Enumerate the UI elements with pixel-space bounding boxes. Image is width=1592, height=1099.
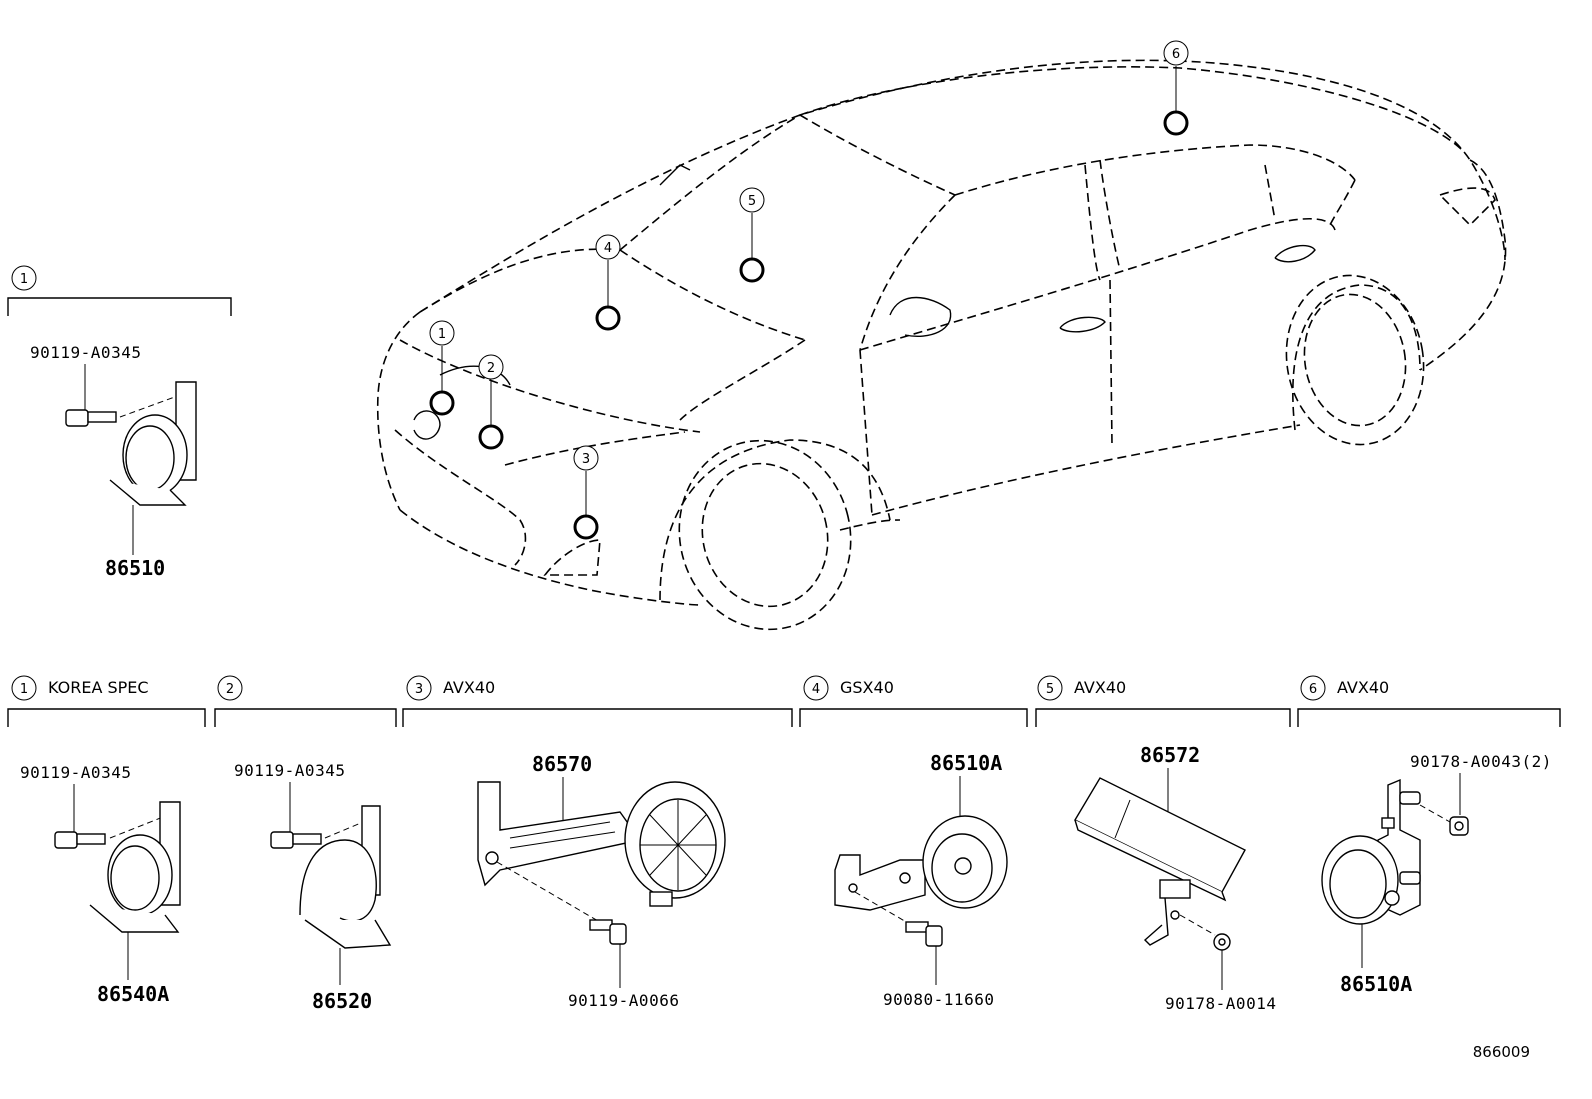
nut-icon bbox=[1213, 933, 1231, 951]
top-group-bolt-label: 90119-A0345 bbox=[30, 343, 141, 362]
group-5-label: AVX40 bbox=[1074, 678, 1126, 697]
locator-number-4: 4 bbox=[604, 241, 612, 256]
group-3-number: 3 bbox=[415, 682, 423, 697]
horn-icon bbox=[109, 381, 197, 506]
locator-number-1: 1 bbox=[438, 327, 446, 342]
group-5: 5 AVX40 86572 90178-A0014 bbox=[1035, 675, 1291, 1013]
horn-icon bbox=[299, 805, 392, 949]
group-2-part-label: 86520 bbox=[312, 989, 372, 1013]
group-1-bolt-label: 90119-A0345 bbox=[20, 763, 131, 782]
top-group-number: 1 bbox=[20, 272, 28, 287]
group-1: 1 KOREA SPEC 90119-A0345 86540A bbox=[7, 675, 206, 1006]
group-6-nut-label: 90178-A0043(2) bbox=[1410, 752, 1552, 771]
locator-number-3: 3 bbox=[582, 452, 590, 467]
group-1-number: 1 bbox=[20, 682, 28, 697]
group-6-label: AVX40 bbox=[1337, 678, 1389, 697]
group-3-label: AVX40 bbox=[443, 678, 495, 697]
group-4-bolt-label: 90080-11660 bbox=[883, 990, 994, 1009]
group-5-nut-label: 90178-A0014 bbox=[1165, 994, 1276, 1013]
group-1-label: KOREA SPEC bbox=[48, 678, 149, 697]
group-4-part-label: 86510A bbox=[930, 751, 1002, 775]
locator-number-2: 2 bbox=[487, 361, 495, 376]
top-group: 1 90119-A0345 86510 bbox=[7, 265, 232, 580]
siren-bracket-icon bbox=[477, 781, 726, 907]
group-6-number: 6 bbox=[1309, 682, 1317, 697]
car-outline bbox=[376, 59, 1507, 631]
group-3-bolt-label: 90119-A0066 bbox=[568, 991, 679, 1010]
group-2-number: 2 bbox=[226, 682, 234, 697]
group-4-number: 4 bbox=[812, 682, 820, 697]
horn-icon bbox=[834, 815, 1008, 911]
horn-icon bbox=[1321, 778, 1421, 925]
group-3-part-label: 86570 bbox=[532, 752, 592, 776]
top-group-part-label: 86510 bbox=[105, 556, 165, 580]
group-1-part-label: 86540A bbox=[97, 982, 169, 1006]
locator-number-5: 5 bbox=[748, 194, 756, 209]
group-3: 3 AVX40 86570 90119-A0066 bbox=[402, 675, 793, 1010]
group-5-part-label: 86572 bbox=[1140, 743, 1200, 767]
group-6-part-label: 86510A bbox=[1340, 972, 1412, 996]
control-module-icon bbox=[1074, 777, 1246, 946]
bolt-icon bbox=[54, 831, 106, 849]
bolt-icon bbox=[65, 409, 117, 427]
nut-icon bbox=[1449, 816, 1469, 836]
locator-number-6: 6 bbox=[1172, 47, 1180, 62]
group-5-number: 5 bbox=[1046, 682, 1054, 697]
group-2: 2 90119-A0345 86520 bbox=[214, 675, 397, 1013]
figure-id: 866009 bbox=[1473, 1043, 1530, 1061]
bolt-icon bbox=[905, 921, 943, 947]
horn-icon bbox=[89, 801, 181, 933]
bolt-icon bbox=[589, 919, 627, 945]
group-2-bolt-label: 90119-A0345 bbox=[234, 761, 345, 780]
bolt-icon bbox=[270, 831, 322, 849]
group-4-label: GSX40 bbox=[840, 678, 894, 697]
group-4: 4 GSX40 86510A 90080-11660 bbox=[799, 675, 1028, 1009]
group-6: 6 AVX40 90178-A0043(2) 86510A bbox=[1297, 675, 1561, 996]
locator-markers: 1 2 3 4 5 6 bbox=[429, 40, 1189, 540]
